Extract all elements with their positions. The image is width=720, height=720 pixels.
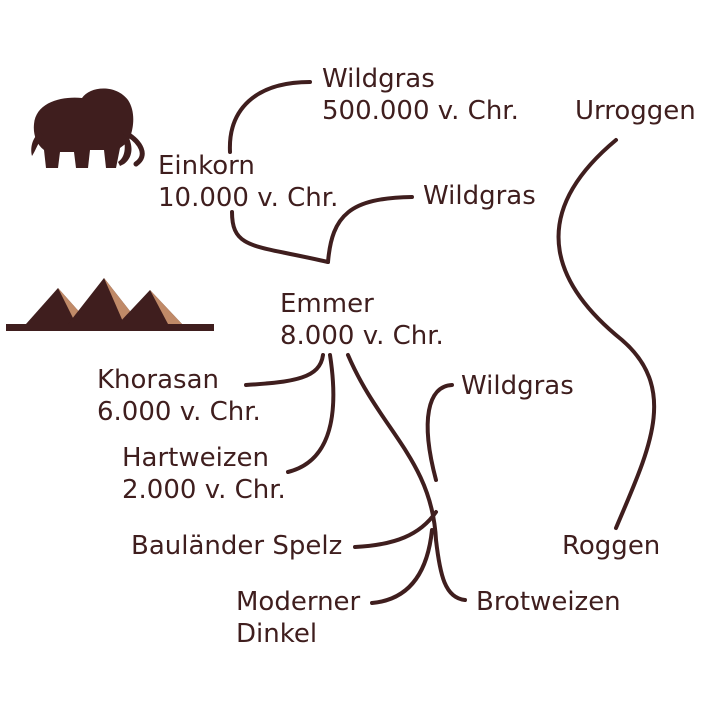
- node-date: 10.000 v. Chr.: [158, 183, 339, 213]
- node-name: Urroggen: [575, 96, 696, 126]
- node-name: Wildgras: [461, 371, 574, 401]
- link-wildgras-bundle: [425, 383, 454, 482]
- link-emmer-khorasan: [244, 353, 325, 387]
- node-khorasan: Khorasan 6.000 v. Chr.: [97, 364, 261, 428]
- link-bundle-baulaender: [353, 510, 438, 549]
- node-name: Einkorn: [158, 151, 255, 181]
- node-hartweizen: Hartweizen 2.000 v. Chr.: [122, 442, 286, 506]
- node-name-line2: Dinkel: [236, 619, 318, 649]
- node-einkorn: Einkorn 10.000 v. Chr.: [158, 150, 338, 214]
- node-date: 6.000 v. Chr.: [97, 397, 261, 427]
- node-name: Wildgras: [322, 64, 435, 94]
- node-date: 8.000 v. Chr.: [280, 321, 444, 351]
- node-brotweizen: Brotweizen: [476, 586, 621, 618]
- mammoth-icon: [31, 88, 145, 168]
- node-emmer: Emmer 8.000 v. Chr.: [280, 288, 444, 352]
- node-urroggen: Urroggen: [575, 95, 696, 127]
- node-name: Wildgras: [423, 181, 536, 211]
- link-bundle-dinkel: [370, 528, 434, 605]
- node-wildgras-brotweizen-cross: Wildgras: [461, 370, 574, 402]
- node-name: Hartweizen: [122, 443, 269, 473]
- node-name: Roggen: [562, 531, 661, 561]
- node-name: Brotweizen: [476, 587, 621, 617]
- node-roggen: Roggen: [562, 530, 660, 562]
- node-name: Khorasan: [97, 365, 220, 395]
- node-name: Emmer: [280, 289, 374, 319]
- pyramids-icon: [6, 278, 214, 331]
- link-einkorn-emmer: [230, 210, 330, 264]
- node-name: Bauländer Spelz: [131, 531, 343, 561]
- link-urroggen-roggen: [556, 138, 657, 530]
- link-emmer-brotweizen: [346, 353, 467, 602]
- node-wildgras-einkorn-cross: Wildgras: [423, 180, 536, 212]
- node-name-line1: Moderner: [236, 587, 361, 617]
- node-baulaender-spelz: Bauländer Spelz: [131, 530, 342, 562]
- link-emmer-hartweizen: [286, 353, 336, 474]
- link-wildgras-einkorn: [227, 80, 312, 154]
- node-moderner-dinkel: Moderner Dinkel: [236, 586, 360, 650]
- node-wildgras-500000: Wildgras 500.000 v. Chr.: [322, 63, 519, 127]
- node-date: 500.000 v. Chr.: [322, 96, 519, 126]
- node-date: 2.000 v. Chr.: [122, 475, 286, 505]
- link-wildgras-emmer: [326, 195, 414, 264]
